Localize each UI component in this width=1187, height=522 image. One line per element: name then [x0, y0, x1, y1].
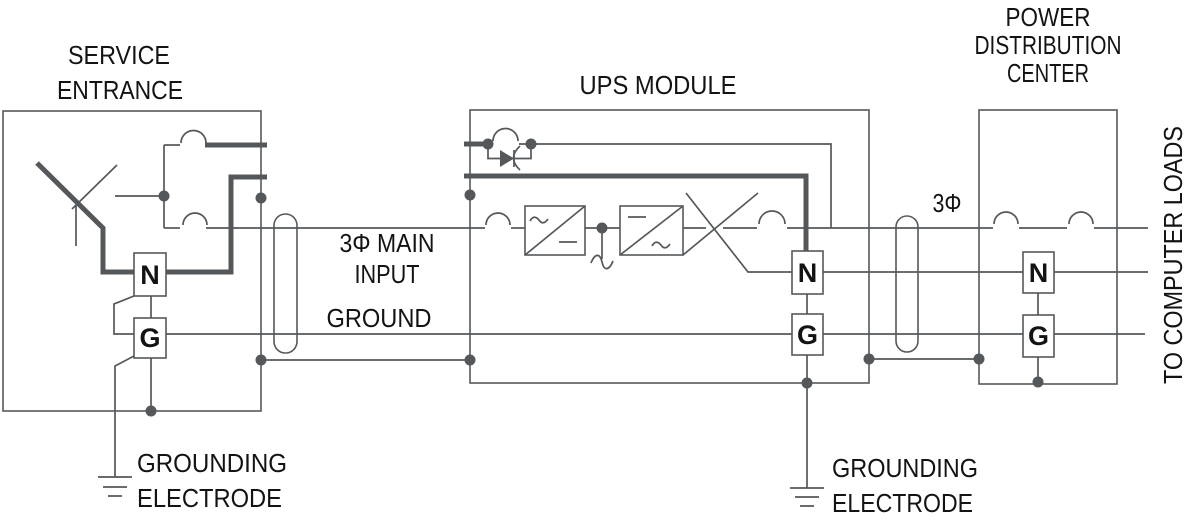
- neutral-bold-feedthrough: [464, 173, 809, 251]
- circuit-breaker-icon: [993, 211, 1019, 225]
- grounding-electrode-right-label-line2: ELECTRODE: [832, 488, 973, 518]
- junction-dot: [255, 192, 267, 204]
- junction-dot: [482, 138, 494, 150]
- static-switch: [487, 144, 532, 171]
- utility-switch-blade-icon: [71, 164, 118, 210]
- ground-terminal-label: G: [139, 323, 160, 353]
- ground-label: GROUND: [327, 303, 432, 333]
- rectifier-box: [524, 205, 586, 256]
- inverter-box: [619, 205, 684, 256]
- ac-symbol: [529, 216, 549, 224]
- grounding-electrode-labels: GROUNDING ELECTRODE GROUNDING ELECTRODE: [137, 448, 978, 518]
- inverter-diagonal: [619, 205, 684, 256]
- pdc-ground-terminal: G: [1022, 314, 1055, 358]
- conduit-icon: [273, 213, 298, 354]
- titles: SERVICE ENTRANCE UPS MODULE POWER DISTRI…: [57, 2, 1122, 105]
- battery-icon: [590, 254, 614, 270]
- scr-gate-curve: [512, 145, 521, 171]
- pdc-title-line2: DISTRIBUTION: [975, 30, 1122, 60]
- transfer-switch-x-icon: [682, 192, 759, 256]
- scr-diode-icon: [500, 150, 514, 167]
- transfer-switch: [682, 192, 792, 273]
- main-input-label-line1: 3Φ MAIN: [340, 228, 435, 258]
- utility-switch-bold-path: [35, 161, 134, 275]
- grounding-electrode-right: [790, 383, 824, 507]
- pdc-title-line3: CENTER: [1007, 58, 1089, 88]
- neutral-ground-bond-strap: [113, 295, 135, 335]
- rectifier-block: [524, 205, 586, 256]
- grounding-electrode-right-label-line1: GROUNDING: [832, 453, 978, 483]
- ac-symbol: [651, 241, 671, 249]
- junction-dot: [145, 405, 157, 417]
- transfer-switch-x-icon: [685, 192, 792, 273]
- earth-ground-icon: [98, 476, 132, 497]
- static-bypass-line: [519, 143, 832, 228]
- circuit-breaker-icon: [180, 129, 207, 144]
- grounding-electrode-left-label-line2: ELECTRODE: [137, 483, 282, 513]
- junction-dot: [1032, 376, 1044, 388]
- pdc-enclosure-box: [978, 109, 1118, 385]
- ups-module-section: N G: [464, 109, 993, 507]
- circuit-breaker-icon: [182, 212, 208, 226]
- neutral-terminal-label: N: [140, 260, 160, 290]
- circuit-breaker-icon: [485, 212, 511, 226]
- circuit-breaker-icon: [492, 127, 519, 142]
- input-feeder-section: 3Φ MAIN INPUT GROUND: [166, 213, 792, 366]
- pdc-section: N G TO COMPUTER LOADS: [978, 109, 1187, 388]
- ups-module-title: UPS MODULE: [580, 70, 737, 100]
- battery-tap: [590, 228, 614, 270]
- service-entrance-enclosure-box: [2, 110, 262, 412]
- service-entrance-title-line2: ENTRANCE: [57, 75, 183, 105]
- junction-dot: [525, 138, 537, 150]
- junction-dot: [255, 354, 267, 366]
- neutral-terminal-label: N: [1029, 258, 1049, 288]
- service-neutral-terminal: N: [133, 252, 167, 297]
- ups-ground-terminal: G: [791, 313, 824, 356]
- circuit-breaker-icon: [1068, 211, 1094, 225]
- service-ground-terminal: G: [133, 317, 167, 359]
- ground-terminal-label: G: [797, 320, 818, 350]
- junction-dot: [464, 189, 476, 201]
- pdc-title-line1: POWER: [1006, 2, 1091, 32]
- earth-ground-icon: [790, 487, 824, 507]
- output-feeder-section: 3Φ: [823, 188, 1023, 365]
- conduit-icon: [895, 215, 919, 353]
- circuit-breaker-icon: [758, 210, 786, 225]
- ups-enclosure-box: [469, 109, 870, 384]
- junction-dot: [801, 377, 813, 389]
- to-computer-loads-label: TO COMPUTER LOADS: [1158, 126, 1187, 384]
- service-entrance-section: N G: [2, 110, 267, 497]
- main-input-label-line2: INPUT: [355, 259, 420, 289]
- grounding-electrode-left: [98, 355, 135, 497]
- ups-neutral-terminal: N: [791, 250, 824, 295]
- rectifier-diagonal: [524, 205, 586, 256]
- three-phase-label: 3Φ: [933, 188, 962, 218]
- ground-terminal-label: G: [1028, 321, 1049, 351]
- junction-dot: [158, 190, 170, 202]
- grounding-electrode-conductor: [114, 355, 135, 477]
- inverter-block: [619, 205, 684, 256]
- junction-dot: [596, 222, 608, 234]
- pdc-neutral-terminal: N: [1022, 251, 1055, 294]
- neutral-bold-return-path: [166, 174, 267, 275]
- service-entrance-title-line1: SERVICE: [68, 40, 170, 70]
- ground-terminal-box: [133, 317, 167, 359]
- grounding-electrode-left-label-line1: GROUNDING: [137, 448, 287, 478]
- neutral-terminal-box: [133, 252, 167, 297]
- junction-dot: [863, 353, 875, 365]
- neutral-terminal-label: N: [798, 258, 818, 288]
